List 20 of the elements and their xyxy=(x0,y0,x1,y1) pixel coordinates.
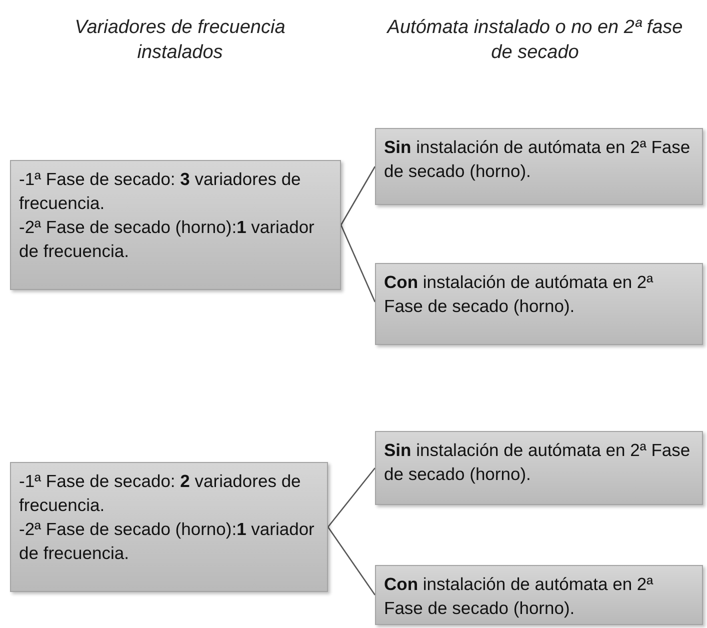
text-box xyxy=(375,565,703,625)
connector-line xyxy=(327,526,376,596)
box-text: Sin instalación de autómata en 2ª Fase de secado (horno). xyxy=(384,439,692,486)
text-box xyxy=(10,160,341,290)
box-text: -1ª Fase de secado: 2 variadores de frecuencia. xyxy=(19,470,302,517)
connector-line xyxy=(340,166,376,226)
box-text: -1ª Fase de secado: 3 variadores de frecuencia. xyxy=(19,168,302,215)
connector-line xyxy=(328,468,376,528)
box-text: Sin instalación de autómata en 2ª Fase de secado (horno). xyxy=(384,136,692,183)
column-heading: Autómata instalado o no en 2ª fase de secado xyxy=(386,16,684,65)
text-box xyxy=(375,128,703,205)
text-box xyxy=(375,263,703,345)
box-text: Con instalación de autómata en 2ª Fase de secado (horno). xyxy=(384,573,654,620)
connector-line xyxy=(340,224,376,302)
box-text: Con instalación de autómata en 2ª Fase de secado (horno). xyxy=(384,271,654,318)
text-box xyxy=(375,431,703,505)
column-heading: Variadores de frecuencia instalados xyxy=(74,16,286,65)
text-box xyxy=(10,462,328,592)
box-text: -2ª Fase de secado (horno):1 variador de frecuencia. xyxy=(19,518,316,565)
box-text: -2ª Fase de secado (horno):1 variador de frecuencia. xyxy=(19,216,316,263)
